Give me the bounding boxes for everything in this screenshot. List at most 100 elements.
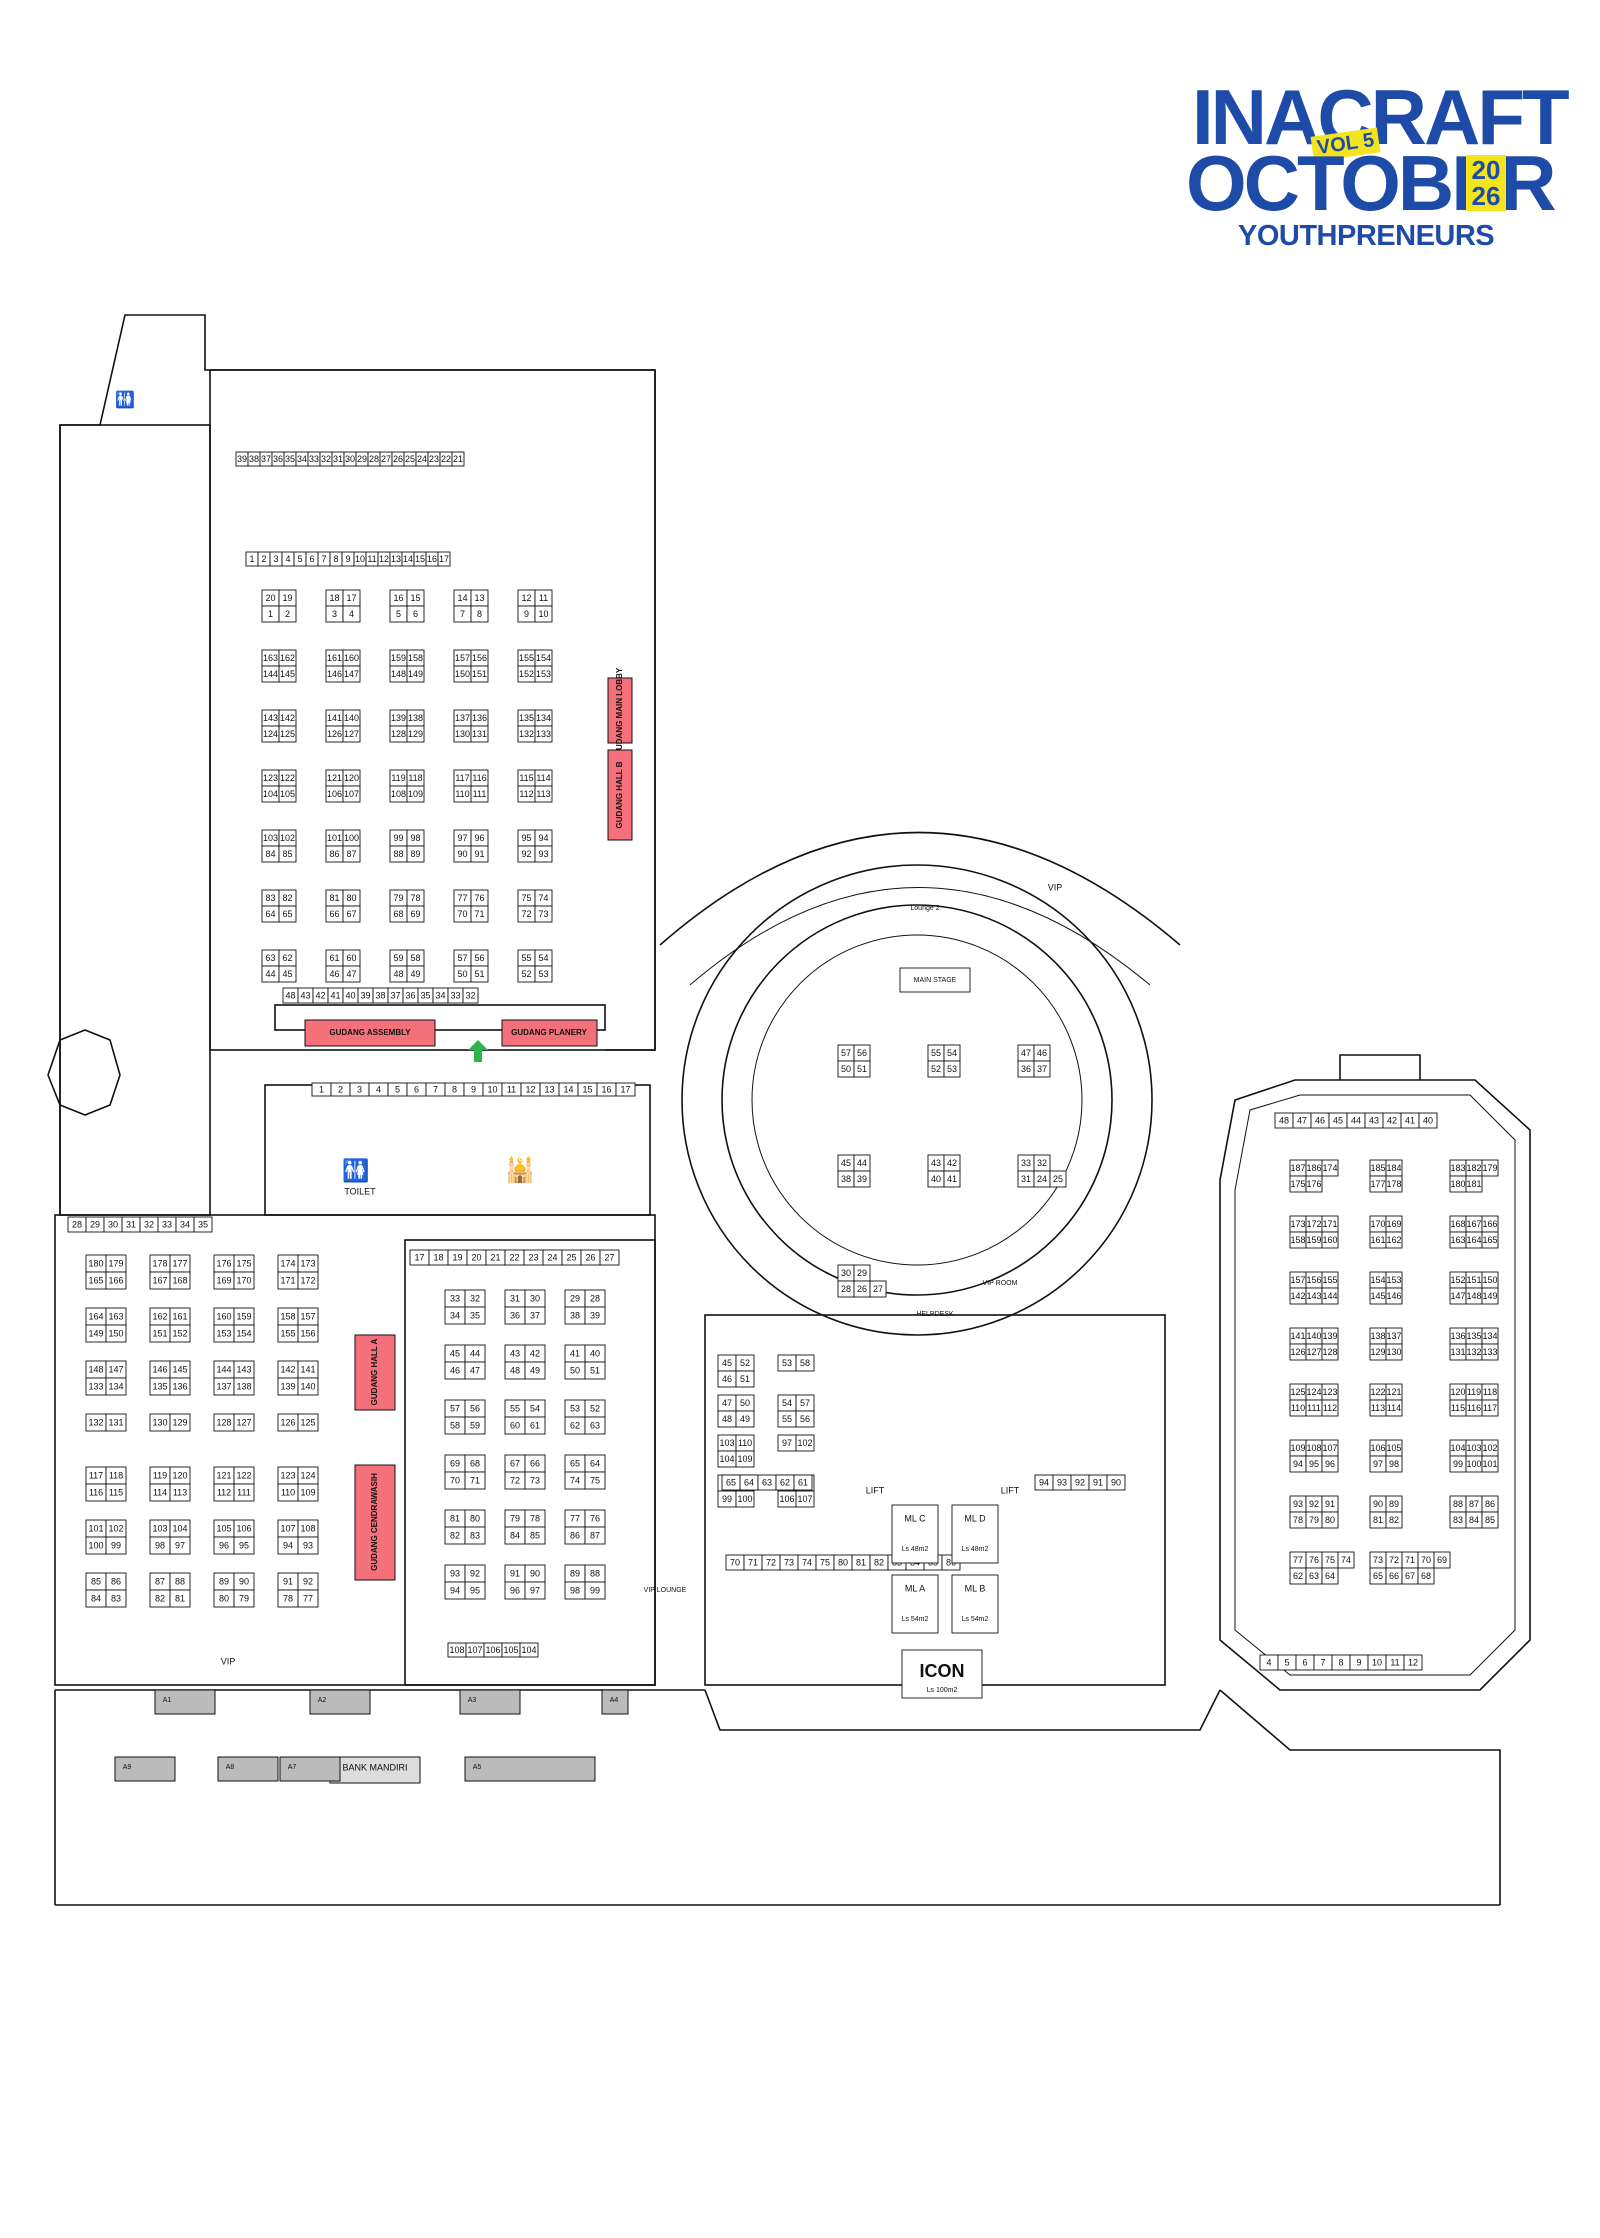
booth-hb-8[interactable] <box>470 605 489 623</box>
booth-hb-109[interactable] <box>406 785 425 803</box>
booth-ha-138[interactable] <box>233 1377 255 1396</box>
atm-label: A8 <box>226 1764 235 1771</box>
booth-eh-172-label: 172 <box>1306 1219 1321 1229</box>
booth-hb-10[interactable] <box>534 605 553 623</box>
booth-ha-top-35[interactable] <box>193 1216 213 1233</box>
booth-hc-41-label: 41 <box>570 1348 580 1358</box>
booth-eh-78-label: 78 <box>1293 1515 1303 1525</box>
booth-hb-146-label: 146 <box>327 669 342 679</box>
booth-hb-85[interactable] <box>278 845 297 863</box>
booth-hb-125[interactable] <box>278 725 297 743</box>
booth-hb-86-label: 86 <box>329 849 339 859</box>
booth-corridor-17[interactable] <box>615 1082 636 1097</box>
booth-hb-65[interactable] <box>278 905 297 923</box>
booth-hb-91[interactable] <box>470 845 489 863</box>
booth-pl-32-label: 32 <box>1037 1158 1047 1168</box>
booth-hb-68-label: 68 <box>393 909 403 919</box>
booth-corridor-16-label: 16 <box>601 1084 611 1094</box>
booth-lb-103-label: 103 <box>719 1438 734 1448</box>
booth-hb-47[interactable] <box>342 965 361 983</box>
booth-hb-73[interactable] <box>534 905 553 923</box>
booth-ha-152[interactable] <box>169 1324 191 1343</box>
booth-hc-65-label: 65 <box>570 1458 580 1468</box>
booth-hb-20-label: 20 <box>265 593 275 603</box>
booth-ha-156[interactable] <box>297 1324 319 1343</box>
meeting-room-name: ML A <box>905 1583 925 1593</box>
booth-eh-164-label: 164 <box>1466 1235 1481 1245</box>
booth-ha-125[interactable] <box>297 1413 319 1432</box>
vip-room-label: VIP ROOM <box>983 1280 1018 1287</box>
booth-ha-150[interactable] <box>105 1324 127 1343</box>
booth-ha-134[interactable] <box>105 1377 127 1396</box>
booth-ha-166[interactable] <box>105 1271 127 1290</box>
booth-hb-71[interactable] <box>470 905 489 923</box>
booth-hb-89[interactable] <box>406 845 425 863</box>
lift-label-right: LIFT <box>1001 1485 1020 1495</box>
booth-pl-46-label: 46 <box>1037 1048 1047 1058</box>
booth-ha-113[interactable] <box>169 1483 191 1502</box>
booth-hb-87[interactable] <box>342 845 361 863</box>
booth-eh-70-label: 70 <box>1421 1555 1431 1565</box>
booth-ha-169-label: 169 <box>216 1275 231 1285</box>
booth-lb-bottom-71-label: 71 <box>748 1557 758 1567</box>
booth-corridor-3-label: 3 <box>357 1084 362 1094</box>
booth-ha-99[interactable] <box>105 1536 127 1555</box>
booth-hb-49[interactable] <box>406 965 425 983</box>
booth-hb-6[interactable] <box>406 605 425 623</box>
booth-hb-131[interactable] <box>470 725 489 743</box>
booth-hb-69[interactable] <box>406 905 425 923</box>
booth-hb-70-label: 70 <box>457 909 467 919</box>
booth-hb-59-label: 59 <box>393 953 403 963</box>
booth-ha-111[interactable] <box>233 1483 255 1502</box>
booth-hb-105[interactable] <box>278 785 297 803</box>
booth-hb-153[interactable] <box>534 665 553 683</box>
booth-ha-127[interactable] <box>233 1413 255 1432</box>
booth-lb-bottom-75-label: 75 <box>820 1557 830 1567</box>
booth-hc-72-label: 72 <box>510 1475 520 1485</box>
booth-hb-4[interactable] <box>342 605 361 623</box>
booth-hb-row2-17[interactable] <box>437 551 451 567</box>
booth-hb-133[interactable] <box>534 725 553 743</box>
booth-ha-154[interactable] <box>233 1324 255 1343</box>
booth-ha-131[interactable] <box>105 1413 127 1432</box>
booth-hb-149[interactable] <box>406 665 425 683</box>
booth-hb-93[interactable] <box>534 845 553 863</box>
booth-hb-145[interactable] <box>278 665 297 683</box>
booth-hb-3-label: 3 <box>332 609 337 619</box>
booth-ha-149-label: 149 <box>88 1328 103 1338</box>
booth-hc-top-20-label: 20 <box>471 1252 481 1262</box>
booth-eh-119-label: 119 <box>1467 1387 1481 1397</box>
booth-hb-51[interactable] <box>470 965 489 983</box>
booth-hb-129[interactable] <box>406 725 425 743</box>
booth-hc-49-label: 49 <box>530 1365 540 1375</box>
booth-hb-127-label: 127 <box>344 729 359 739</box>
booth-ha-109[interactable] <box>297 1483 319 1502</box>
booth-eh-156-label: 156 <box>1306 1275 1321 1285</box>
booth-hb-top-21[interactable] <box>451 451 465 467</box>
booth-hb-2[interactable] <box>278 605 297 623</box>
booth-hb-45[interactable] <box>278 965 297 983</box>
booth-ha-91-label: 91 <box>283 1576 293 1586</box>
booth-hb-bottom-32[interactable] <box>462 987 479 1004</box>
booth-ha-170[interactable] <box>233 1271 255 1290</box>
booth-ha-140[interactable] <box>297 1377 319 1396</box>
booth-lb-45-label: 45 <box>722 1358 732 1368</box>
booth-hb-127[interactable] <box>342 725 361 743</box>
booth-ha-115[interactable] <box>105 1483 127 1502</box>
booth-hb-107[interactable] <box>342 785 361 803</box>
booth-ha-129[interactable] <box>169 1413 191 1432</box>
booth-lb-bottom-74-label: 74 <box>802 1557 812 1567</box>
booth-ha-top-32-label: 32 <box>144 1219 154 1229</box>
booth-hb-53[interactable] <box>534 965 553 983</box>
booth-ha-136[interactable] <box>169 1377 191 1396</box>
booth-ha-168[interactable] <box>169 1271 191 1290</box>
booth-hb-113[interactable] <box>534 785 553 803</box>
booth-ha-172[interactable] <box>297 1271 319 1290</box>
booth-hb-129-label: 129 <box>408 729 423 739</box>
booth-hb-67[interactable] <box>342 905 361 923</box>
booth-hb-147[interactable] <box>342 665 361 683</box>
booth-hb-135-label: 135 <box>519 713 534 723</box>
booth-hb-111[interactable] <box>470 785 489 803</box>
booth-hb-89-label: 89 <box>410 849 420 859</box>
booth-hb-151[interactable] <box>470 665 489 683</box>
